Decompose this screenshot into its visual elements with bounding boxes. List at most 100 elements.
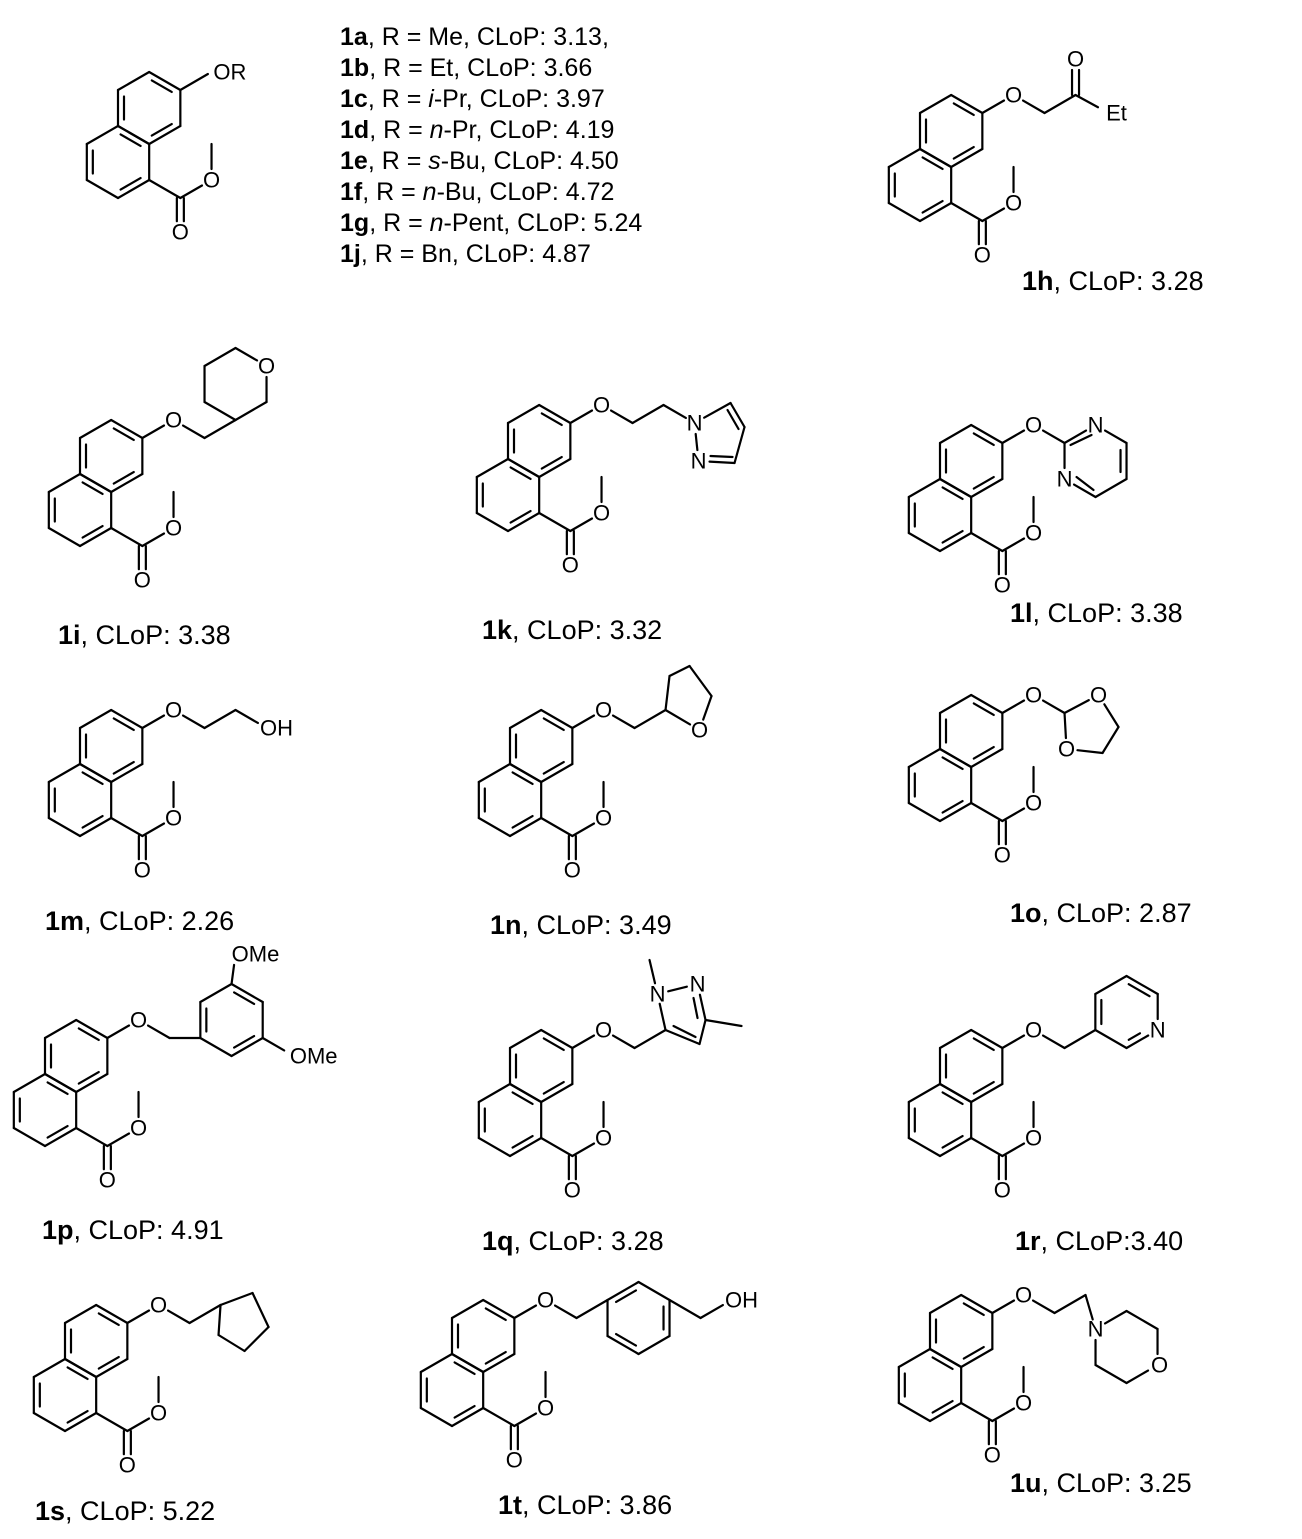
bond xyxy=(110,472,144,494)
bond-double-inner xyxy=(453,1361,476,1376)
ether-oxygen-label: O xyxy=(1025,413,1042,438)
caption-1l: 1l, CLoP: 3.38 xyxy=(1010,598,1183,628)
bond xyxy=(106,1024,131,1040)
bond xyxy=(991,1407,1016,1423)
bond xyxy=(12,1072,47,1094)
ring-oxygen-label: O xyxy=(165,806,182,831)
bond xyxy=(75,1072,109,1094)
bond-double-inner xyxy=(672,1024,697,1039)
bond xyxy=(475,457,510,479)
bond xyxy=(1103,1309,1128,1325)
bond-double-inner xyxy=(921,156,944,171)
bond xyxy=(181,424,206,440)
bond-double-inner xyxy=(941,799,964,814)
bond xyxy=(1125,1369,1150,1385)
bond xyxy=(648,958,657,985)
carbonyl-oxygen-label: O xyxy=(134,568,151,593)
bond xyxy=(506,403,541,425)
bond xyxy=(664,674,671,712)
caption-1k: 1k, CLoP: 3.32 xyxy=(482,615,663,645)
bond xyxy=(668,664,691,678)
bond xyxy=(928,1347,963,1369)
bond xyxy=(1001,429,1026,445)
bond xyxy=(181,714,206,730)
bond xyxy=(234,400,268,422)
bond-double-inner xyxy=(931,1399,954,1414)
bond xyxy=(970,423,1004,445)
bond xyxy=(450,1406,485,1428)
bond xyxy=(141,822,166,838)
bond xyxy=(110,762,144,784)
r-group-row-1c: 1c, R = i-Pr, CLoP: 3.97 xyxy=(340,85,605,113)
bond xyxy=(110,816,144,838)
bond xyxy=(230,963,236,986)
bond xyxy=(95,1303,129,1325)
bond xyxy=(1041,1034,1066,1050)
pyran-oxygen-label: O xyxy=(258,354,275,379)
bond xyxy=(203,708,237,730)
bond xyxy=(907,801,942,823)
bond xyxy=(633,1028,667,1050)
bond xyxy=(126,1309,151,1325)
bond xyxy=(553,1304,578,1320)
bond-double-inner xyxy=(542,760,565,775)
bond xyxy=(261,1036,286,1052)
bond xyxy=(1053,1293,1087,1315)
bond-double-inner xyxy=(952,145,975,160)
bond xyxy=(110,526,144,548)
pyrazole-n2-label: N xyxy=(690,972,706,997)
bond-double-inner xyxy=(97,1312,120,1327)
bond xyxy=(1041,699,1066,715)
r-group-row-1b: 1b, R = Et, CLoP: 3.66 xyxy=(340,54,593,82)
ethyl-label: Et xyxy=(1106,101,1127,126)
bond-double-inner xyxy=(511,1091,534,1106)
r-group-row-1g: 1g, R = n-Pent, CLoP: 5.24 xyxy=(340,209,643,237)
bond xyxy=(78,816,113,838)
bond xyxy=(203,418,237,440)
bond xyxy=(1001,807,1026,823)
bond xyxy=(1074,93,1100,109)
carbonyl-oxygen-label: O xyxy=(994,573,1011,598)
bond xyxy=(918,201,953,223)
bond xyxy=(611,714,636,730)
hydroxyl-label: OH xyxy=(260,716,293,741)
bond xyxy=(1125,974,1159,996)
bond xyxy=(540,1082,574,1104)
ring-oxygen-label: O xyxy=(150,1401,167,1426)
bond-double-inner xyxy=(484,1350,507,1365)
bond xyxy=(668,1298,702,1320)
bond xyxy=(43,1126,78,1148)
bond-double-inner xyxy=(233,991,256,1006)
bond-double-inner xyxy=(66,1366,89,1381)
r-group-row-1a: 1a, R = Me, CLoP: 3.13, xyxy=(340,23,609,51)
bond xyxy=(938,1136,973,1158)
bond-double-inner xyxy=(1075,475,1095,492)
bond xyxy=(1094,974,1128,996)
bond-double-inner xyxy=(972,475,995,490)
bond xyxy=(970,693,1004,715)
bond xyxy=(571,714,596,730)
bond-double-inner xyxy=(941,529,964,544)
bond xyxy=(540,708,574,730)
bond xyxy=(694,432,699,452)
structure-1s-drawing: OOO xyxy=(32,1291,270,1478)
caption-1n: 1n, CLoP: 3.49 xyxy=(490,910,672,940)
ether-oxygen-label: O xyxy=(150,1293,167,1318)
bond-double-inner xyxy=(709,454,734,459)
bond xyxy=(116,178,151,200)
bond xyxy=(667,985,688,993)
bond xyxy=(606,1280,640,1302)
bond xyxy=(166,1309,191,1325)
bond xyxy=(506,511,541,533)
bond-double-inner xyxy=(941,486,964,501)
bond-double-inner xyxy=(97,1355,120,1370)
bond xyxy=(75,1126,109,1148)
bond xyxy=(981,207,1006,223)
bond-double-inner xyxy=(972,1037,995,1052)
bond xyxy=(508,1028,543,1050)
